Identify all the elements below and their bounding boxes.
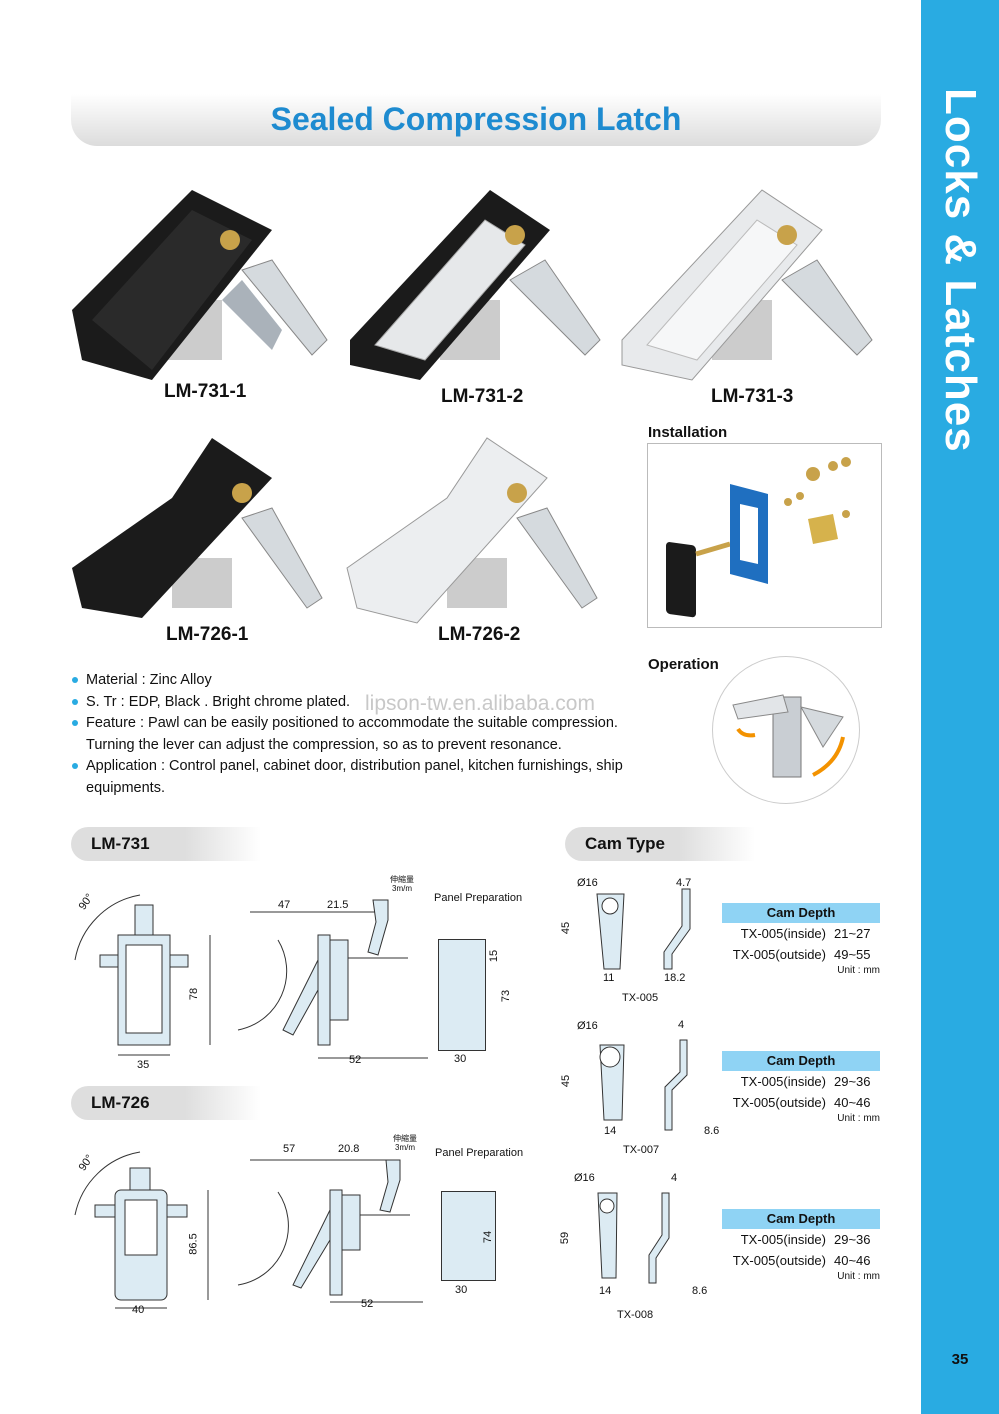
panel-prep-726-label: Panel Preparation <box>435 1147 524 1159</box>
dim-731-52: 52 <box>349 1054 362 1066</box>
installation-figure <box>647 443 882 628</box>
dim-726-cn-top: 伸縮量 <box>393 1134 417 1143</box>
dim-726-20: 20.8 <box>338 1143 360 1155</box>
dim-726-p30: 30 <box>455 1284 468 1296</box>
drawing-lm-731-front <box>74 894 211 1056</box>
product-image-lm-731-3 <box>621 189 873 381</box>
sidebar: Locks & Latches 35 <box>921 0 999 1414</box>
dim-726-52: 52 <box>361 1298 374 1310</box>
product-image-lm-731-2 <box>350 190 601 380</box>
spec-application: Application : Control panel, cabinet doo… <box>72 756 672 778</box>
dim-726-cn-unit: 3m/m <box>395 1143 415 1152</box>
section-tab-lm-731: LM-731 <box>71 827 261 861</box>
dim-731-21: 21.5 <box>327 899 349 911</box>
title-banner <box>71 94 881 146</box>
dim-731-47: 47 <box>278 899 291 911</box>
dim-731-p30: 30 <box>454 1053 467 1065</box>
product-image-lm-731-1 <box>72 190 328 380</box>
panel-prep-731-cutout <box>438 939 486 1051</box>
page-number: 35 <box>951 1351 969 1368</box>
dim-726-height: 86.5 <box>187 1233 200 1255</box>
product-label-lm-731-1: LM-731-1 <box>164 381 247 402</box>
spec-material: Material : Zinc Alloy <box>72 670 672 692</box>
product-label-lm-731-3: LM-731-3 <box>711 386 794 407</box>
dim-731-width: 35 <box>137 1059 150 1071</box>
dim-731-cn-unit: 3m/m <box>392 884 412 893</box>
product-image-lm-726-1 <box>72 438 323 618</box>
panel-prep-726-cutout <box>441 1191 496 1281</box>
section-tab-lm-726: LM-726 <box>71 1086 261 1120</box>
section-tab-cam-type: Cam Type <box>565 827 755 861</box>
drawing-lm-731-side <box>237 899 428 1059</box>
product-label-lm-726-2: LM-726-2 <box>438 624 521 645</box>
dim-726-width: 40 <box>132 1304 145 1316</box>
operation-label: Operation <box>648 656 719 673</box>
sidebar-title: Locks & Latches <box>936 88 985 453</box>
page-title: Sealed Compression Latch <box>270 101 682 137</box>
product-label-lm-731-2: LM-731-2 <box>441 386 524 407</box>
spec-application-cont: equipments. <box>86 779 165 796</box>
spec-finish: S. Tr : EDP, Black . Bright chrome plate… <box>72 692 672 714</box>
product-label-lm-726-1: LM-726-1 <box>166 624 249 645</box>
dim-731-cn-top: 伸縮量 <box>390 875 414 884</box>
product-image-lm-726-2 <box>346 437 598 624</box>
spec-feature: Feature : Pawl can be easily positioned … <box>72 713 672 735</box>
drawing-lm-726-side <box>237 1159 423 1303</box>
installation-label: Installation <box>648 424 728 441</box>
watermark: lipson-tw.en.alibaba.com <box>365 692 595 715</box>
operation-figure <box>712 656 860 804</box>
panel-prep-731-label: Panel Preparation <box>434 892 523 904</box>
dim-731-p73: 73 <box>500 989 513 1003</box>
dim-731-height: 78 <box>188 987 201 1001</box>
spec-feature-cont: Turning the lever can adjust the compres… <box>86 736 562 753</box>
spec-list: Material : Zinc Alloy S. Tr : EDP, Black… <box>72 670 672 799</box>
dim-726-57: 57 <box>283 1143 296 1155</box>
drawing-lm-726-front <box>74 1151 209 1309</box>
dim-726-p74: 74 <box>482 1230 495 1244</box>
dim-731-p15: 15 <box>488 949 501 963</box>
